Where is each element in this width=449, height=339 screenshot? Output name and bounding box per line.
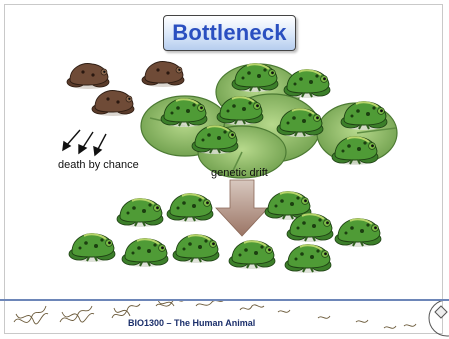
dead-frog-icon <box>92 91 134 116</box>
frog-icon <box>122 239 168 267</box>
frog-icon <box>117 199 163 227</box>
slide-title: Bottleneck <box>172 20 286 46</box>
frog-icon <box>167 194 213 222</box>
frog-icon <box>285 245 331 273</box>
footer-rule <box>0 299 449 301</box>
frog-icon <box>335 219 381 247</box>
footer-text: BIO1300 – The Human Animal <box>128 318 255 328</box>
frog-icon <box>229 241 275 269</box>
death-label: death by chance <box>58 159 139 171</box>
dead-frog-icon <box>67 64 109 89</box>
frog-icon <box>173 235 219 263</box>
dead-frog-icon <box>142 62 184 87</box>
arrow-icon <box>216 180 268 236</box>
frog-icon <box>69 234 115 262</box>
arrow-icon <box>63 130 106 155</box>
title-box: Bottleneck <box>163 15 296 51</box>
drift-label: genetic drift <box>211 167 268 179</box>
logo-icon <box>429 300 449 336</box>
